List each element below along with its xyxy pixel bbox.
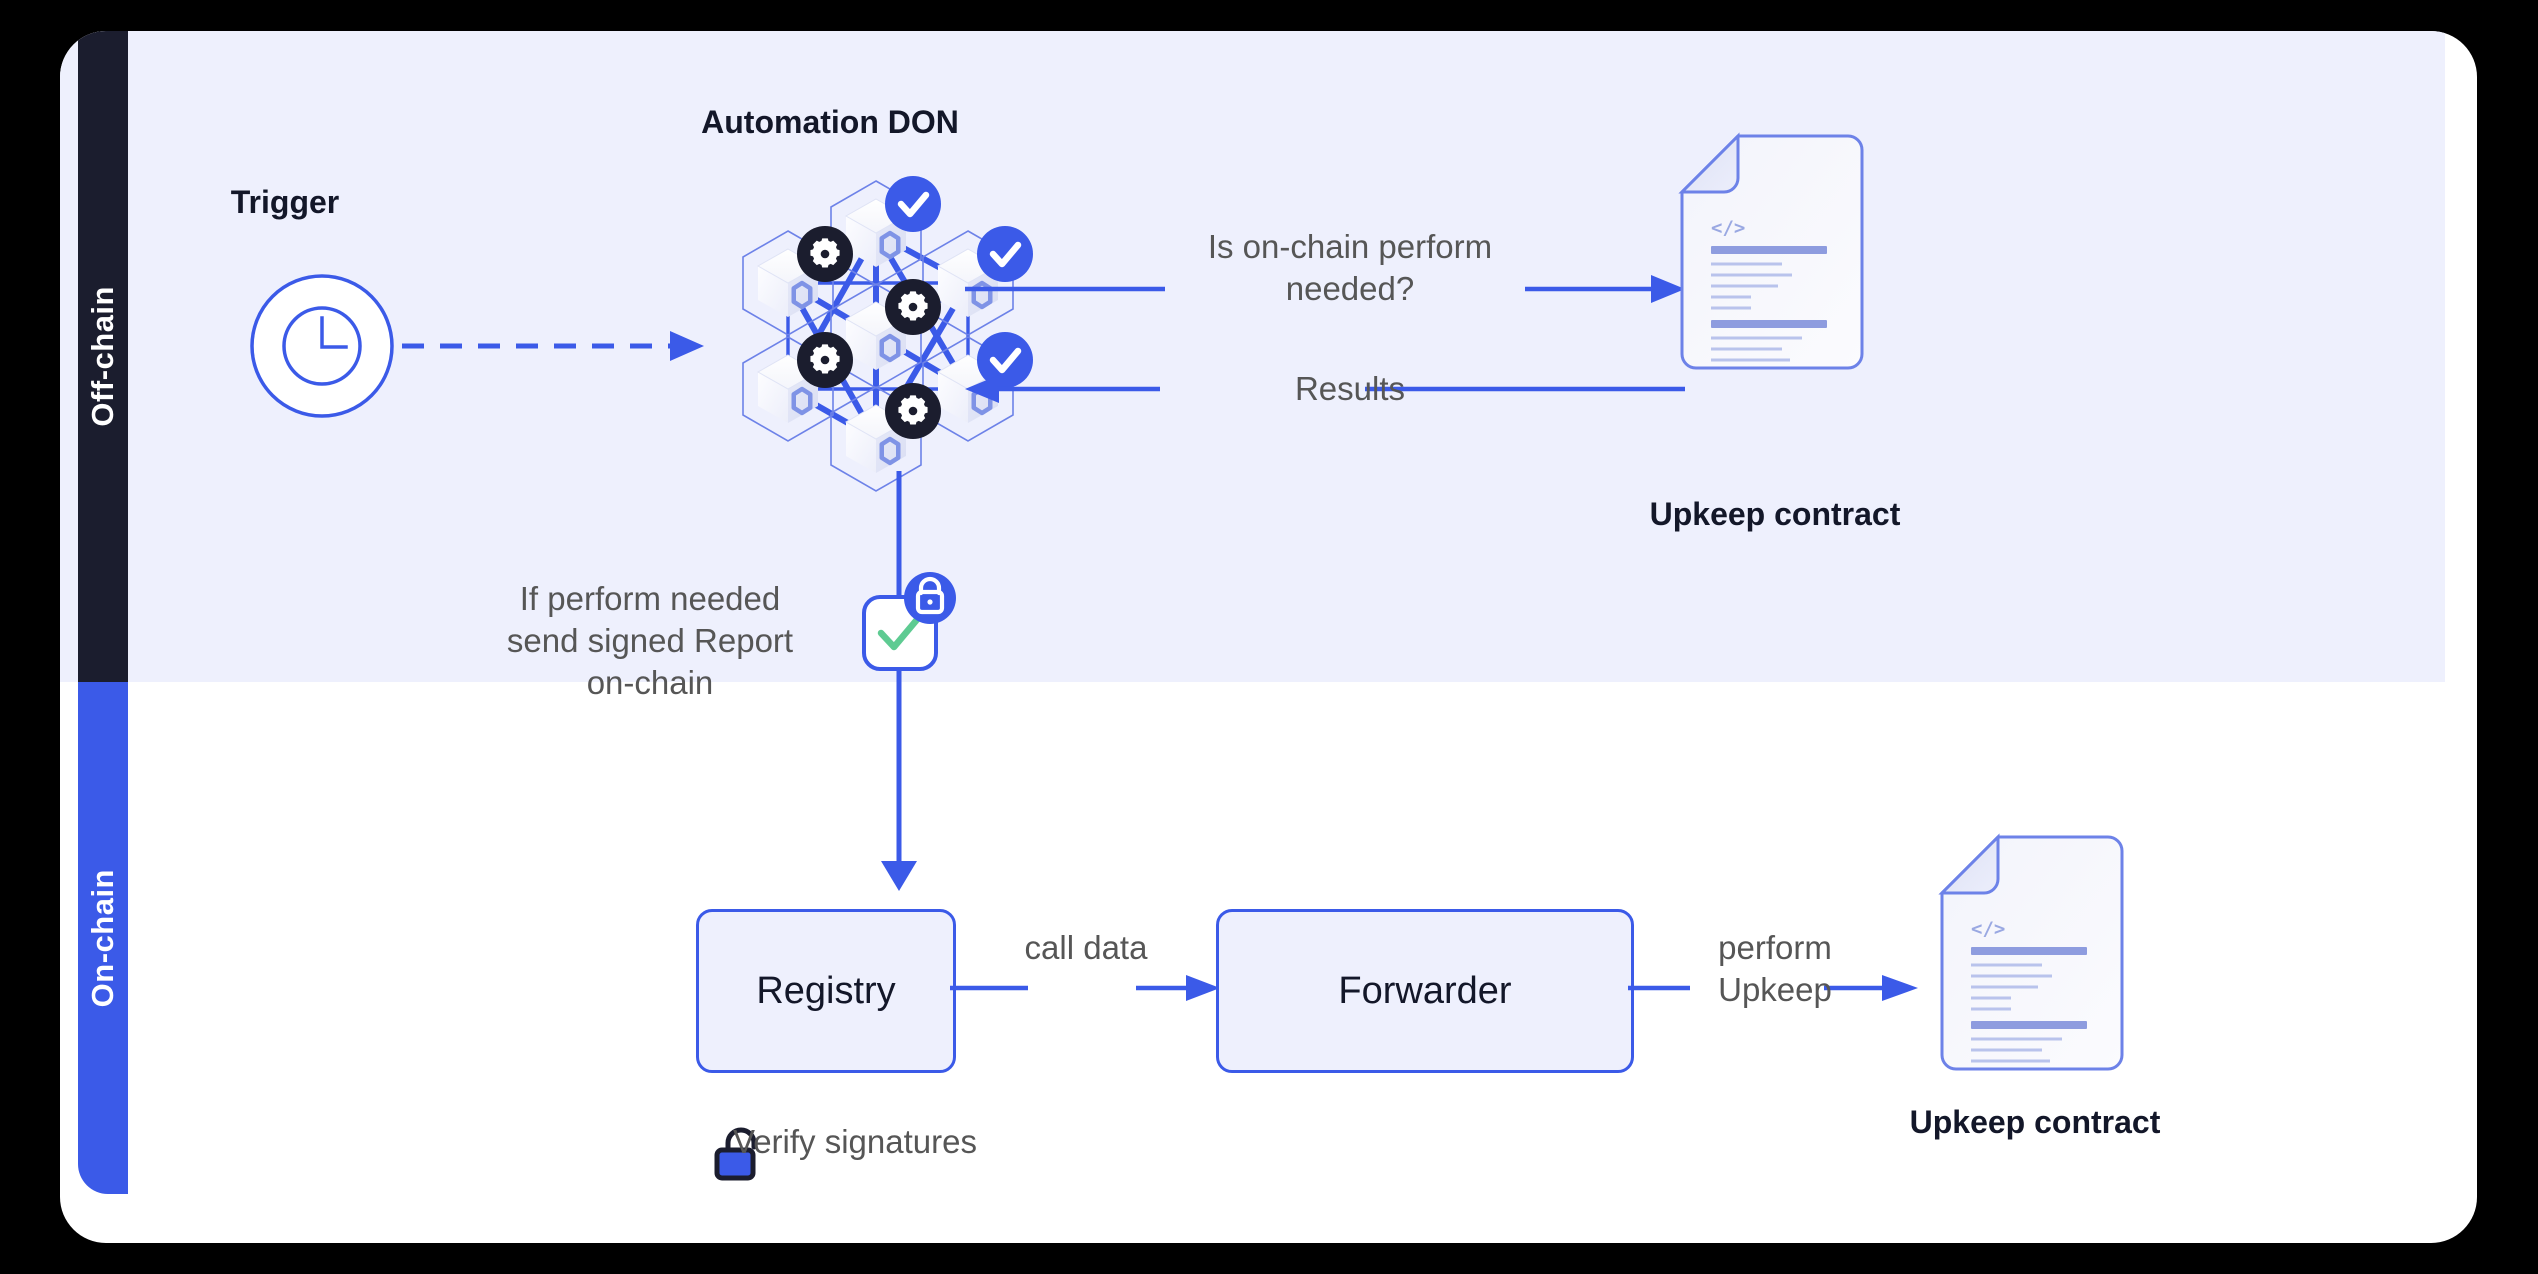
registry-box[interactable]: Registry [696, 909, 956, 1073]
check-icon [877, 612, 924, 651]
trigger-heading: Trigger [230, 184, 340, 220]
diagram-card: Off-chain On-chain Trigger Automation DO… [60, 31, 2477, 1243]
code-document-icon: </> [1938, 833, 2124, 1071]
offchain-lane-background [60, 31, 2445, 682]
code-document-icon: </> [1678, 132, 1864, 370]
gear-badge [797, 226, 853, 282]
automation-don-network [680, 176, 1033, 531]
signed-report-icon [862, 572, 956, 671]
onchain-contract-label: Upkeep contract [1909, 1104, 2161, 1140]
check-badge [977, 332, 1033, 388]
perform-upkeep-edge-arrow [1628, 975, 1918, 1001]
gear-badge [797, 332, 853, 388]
results-edge-arrow [965, 375, 1685, 403]
lane-label-offchain: Off-chain [78, 31, 128, 682]
lane-label-onchain: On-chain [78, 682, 128, 1194]
calldata-edge-arrow [950, 975, 1220, 1001]
check-badge [977, 226, 1033, 282]
signed-report-label: If perform needed send signed Report on-… [506, 580, 794, 701]
forwarder-box[interactable]: Forwarder [1216, 909, 1634, 1073]
trigger-to-don-arrow [402, 331, 704, 361]
clock-icon [250, 274, 394, 418]
lock-closed-icon [904, 572, 956, 624]
check-badge [885, 176, 941, 232]
signed-report-flow-arrow [881, 471, 917, 891]
gear-badge [885, 383, 941, 439]
forwarder-label: Forwarder [1338, 969, 1512, 1012]
gear-badge [885, 279, 941, 335]
offchain-contract-label: Upkeep contract [1649, 496, 1901, 532]
results-edge-label: Results [1294, 370, 1406, 407]
don-heading: Automation DON [701, 104, 959, 140]
registry-label: Registry [756, 969, 896, 1012]
lane-label-onchain-text: On-chain [85, 868, 120, 1008]
svg-text:</>: </> [1971, 918, 2005, 940]
svg-text:</>: </> [1711, 217, 1745, 239]
query-edge-label: Is on-chain perform needed? [1207, 228, 1493, 307]
calldata-label: call data [1024, 929, 1148, 966]
query-edge-arrow [965, 275, 1685, 303]
verify-signatures-label: Verify signatures [733, 1123, 977, 1160]
lock-open-icon [714, 1127, 757, 1181]
lane-label-offchain-text: Off-chain [85, 286, 120, 427]
perform-upkeep-label: perform Upkeep [1718, 929, 1832, 1008]
